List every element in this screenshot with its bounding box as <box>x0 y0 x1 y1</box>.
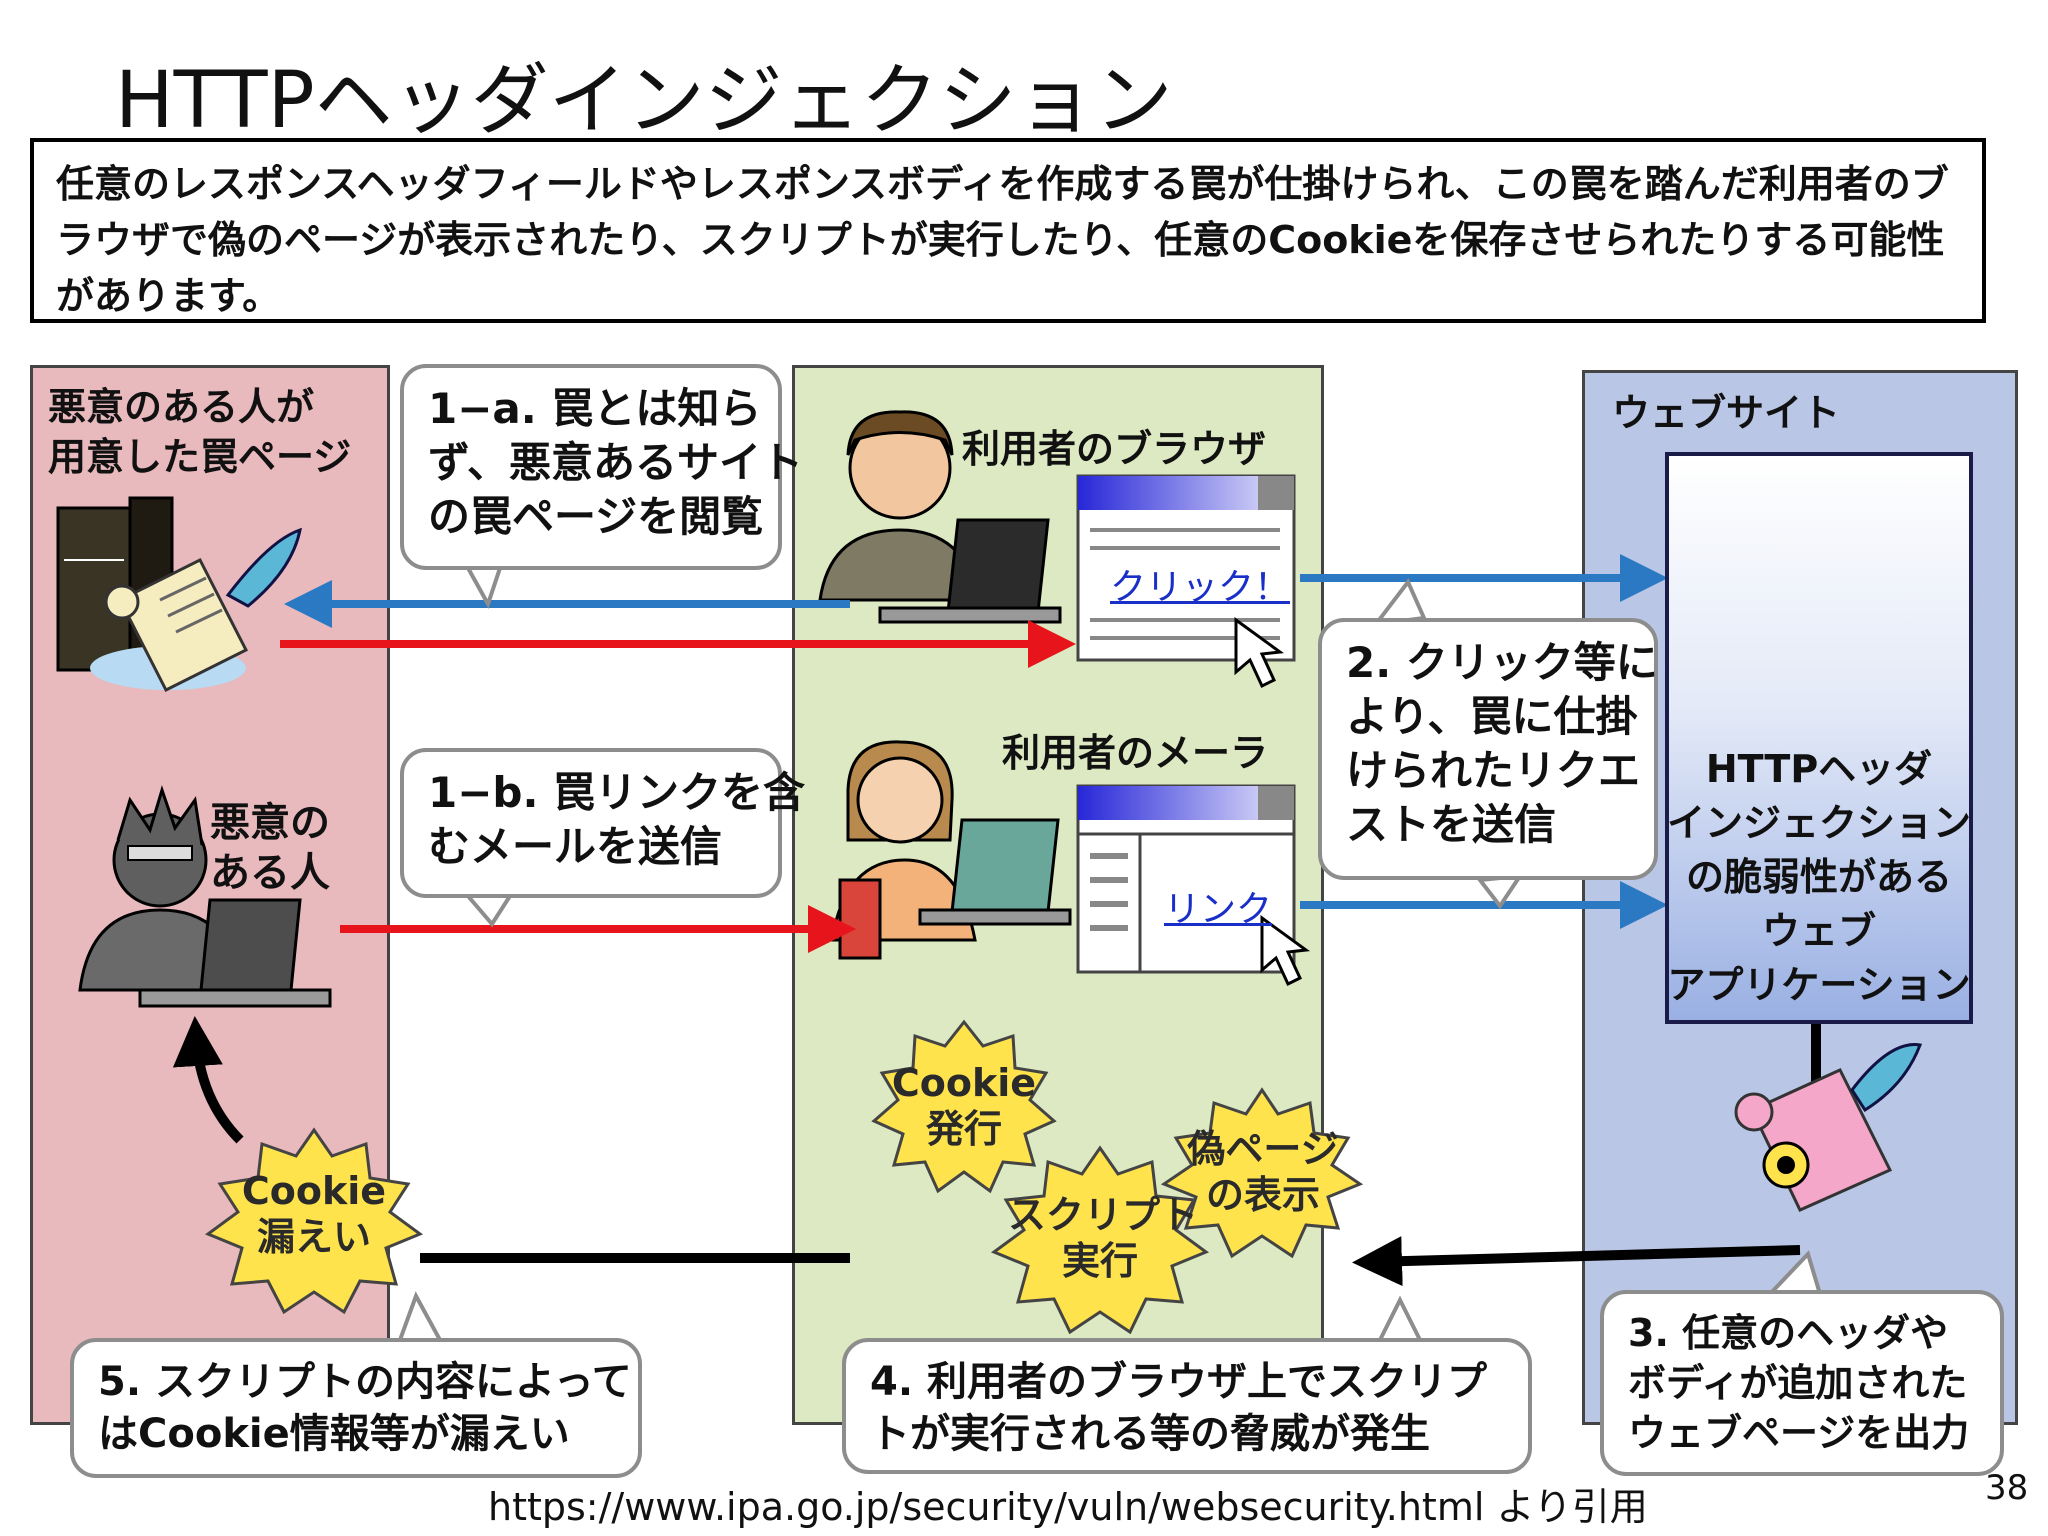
burst-cookie-leak <box>204 1127 424 1315</box>
quill-icon <box>225 527 302 608</box>
attacker-label: 悪意の ある人 <box>210 800 330 896</box>
user-mailer-label: 利用者のメーラ <box>1002 731 1269 775</box>
attacker-page-label: 悪意のある人が 用意した罠ページ <box>48 385 352 479</box>
bubble-tail <box>464 566 503 609</box>
bubble-tail <box>1376 1295 1424 1342</box>
citation-url: https://www.ipa.go.jp/security/vuln/webs… <box>488 1485 1648 1529</box>
step-4-bubble: 4. 利用者のブラウザ上でスクリプ トが実行される等の脅威が発生 <box>842 1338 1532 1474</box>
user-figure-browser <box>818 410 1062 624</box>
website-label: ウェブサイト <box>1612 391 1841 435</box>
step-1b-bubble: 1−b. 罠リンクを含 むメールを送信 <box>400 748 805 898</box>
user-browser-label: 利用者のブラウザ <box>962 427 1267 471</box>
click-link: クリック！ <box>1110 567 1291 608</box>
burst-fake-page-text: 偽ページ の表示 <box>1187 1127 1339 1217</box>
step-1a-bubble: 1−a. 罠とは知ら ず、悪意あるサイト の罠ページを閲覧 <box>400 364 803 570</box>
step-2-bubble: 2. クリック等に より、罠に仕掛 けられたリクエ ストを送信 <box>1318 618 1658 880</box>
attacker-figure <box>78 785 332 1008</box>
burst-script-exec <box>990 1145 1210 1335</box>
bubble-tail <box>397 1291 444 1342</box>
output-scroll-icon <box>1734 1043 1923 1212</box>
slide-title: HTTPヘッダインジェクション <box>115 56 1173 146</box>
burst-fake-page <box>1160 1087 1364 1259</box>
arrow-output-page <box>1352 1236 1801 1287</box>
scroll-icon <box>104 557 249 693</box>
burst-cookie-issue-text: Cookie 発行 <box>891 1061 1037 1151</box>
cursor-icon <box>1260 915 1311 987</box>
cursor-icon <box>1234 617 1285 689</box>
summary-box: 任意のレスポンスヘッダフィールドやレスポンスボディを作成する罠が仕掛けられ、この… <box>30 138 1986 323</box>
step-5-bubble: 5. スクリプトの内容によって はCookie情報等が漏えい <box>70 1338 642 1478</box>
burst-cookie-leak-text: Cookie 漏えい <box>241 1169 387 1259</box>
slide-number: 38 <box>1985 1468 2029 1508</box>
web-application-box <box>1665 452 1973 1024</box>
mail-window <box>1076 784 1296 974</box>
bubble-tail <box>463 894 514 928</box>
browser-window <box>1076 474 1296 662</box>
arrow-leak-to-attacker <box>172 1016 244 1144</box>
mail-link: リンク <box>1164 889 1273 930</box>
bubble-tail <box>1765 1250 1823 1296</box>
burst-cookie-issue <box>871 1019 1057 1194</box>
burst-script-exec-text: スクリプト 実行 <box>1008 1193 1199 1283</box>
web-application-label: HTTPヘッダ インジェクション の脆弱性がある ウェブ アプリケーション <box>1666 747 1971 1007</box>
step-3-bubble: 3. 任意のヘッダや ボディが追加された ウェブページを出力 <box>1600 1290 2004 1476</box>
